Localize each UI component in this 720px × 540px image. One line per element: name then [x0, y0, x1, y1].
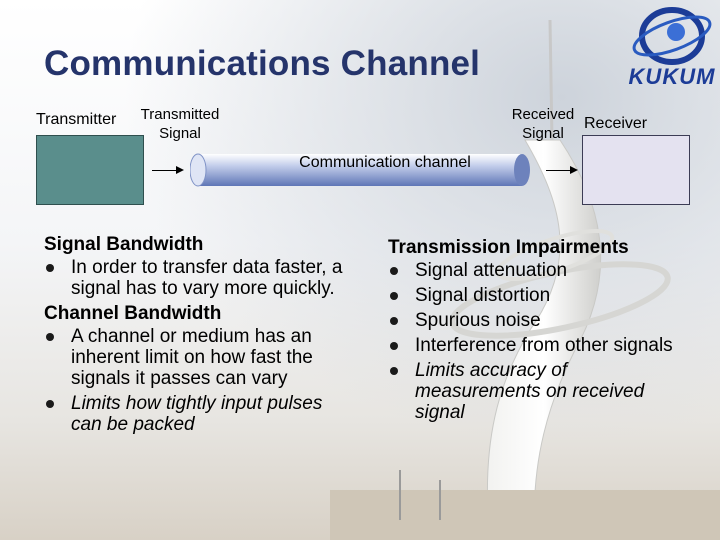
- right-column: Transmission Impairments Signal attenuat…: [388, 235, 688, 427]
- bullet-icon: [390, 292, 398, 300]
- transmitted-signal-line1: Transmitted: [140, 106, 220, 123]
- transmitted-signal-line2: Signal: [159, 125, 201, 142]
- receiver-label: Receiver: [584, 115, 648, 132]
- transmitter-box: [36, 135, 144, 205]
- bullet-icon: [46, 400, 54, 408]
- channel-bandwidth-list: A channel or medium has an inherent limi…: [44, 326, 349, 435]
- tower-background-image: [330, 19, 720, 540]
- signal-bandwidth-list: In order to transfer data faster, a sign…: [44, 257, 349, 299]
- slide-title: Communications Channel: [44, 44, 481, 83]
- channel-label: Communication channel: [299, 154, 471, 171]
- globe-logo-icon: [632, 7, 712, 65]
- list-item: Interference from other signals: [388, 335, 688, 356]
- receiver-box: [582, 135, 690, 205]
- transmission-impairments-heading: Transmission Impairments: [388, 237, 629, 258]
- channel-cylinder: [190, 153, 530, 187]
- received-signal-line1: Received: [511, 106, 575, 123]
- signal-bandwidth-heading: Signal Bandwidth: [44, 234, 204, 255]
- university-logo: KUKUM: [626, 6, 718, 96]
- receive-arrow: [546, 166, 578, 174]
- list-item: Signal distortion: [388, 285, 688, 306]
- received-signal-label: Received Signal: [500, 105, 586, 143]
- bullet-icon: [390, 342, 398, 350]
- bullet-icon: [390, 317, 398, 325]
- channel-bandwidth-heading: Channel Bandwidth: [44, 303, 222, 324]
- transmitter-label: Transmitter: [36, 111, 117, 128]
- list-item: Spurious noise: [388, 310, 688, 331]
- bullet-icon: [46, 264, 54, 272]
- list-item: A channel or medium has an inherent limi…: [44, 326, 349, 389]
- logo-text: KUKUM: [628, 64, 716, 89]
- transmit-arrow: [152, 166, 184, 174]
- received-signal-line2: Signal: [522, 125, 564, 142]
- impairments-list: Signal attenuation Signal distortion Spu…: [388, 260, 688, 423]
- list-item: In order to transfer data faster, a sign…: [44, 257, 349, 299]
- bullet-icon: [390, 267, 398, 275]
- list-item: Limits how tightly input pulses can be p…: [44, 393, 349, 435]
- list-item: Limits accuracy of measurements on recei…: [388, 360, 688, 423]
- bullet-icon: [46, 333, 54, 341]
- bullet-icon: [390, 367, 398, 375]
- left-column: Signal Bandwidth In order to transfer da…: [44, 232, 349, 439]
- list-item: Signal attenuation: [388, 260, 688, 281]
- transmitted-signal-label: Transmitted Signal: [132, 105, 228, 143]
